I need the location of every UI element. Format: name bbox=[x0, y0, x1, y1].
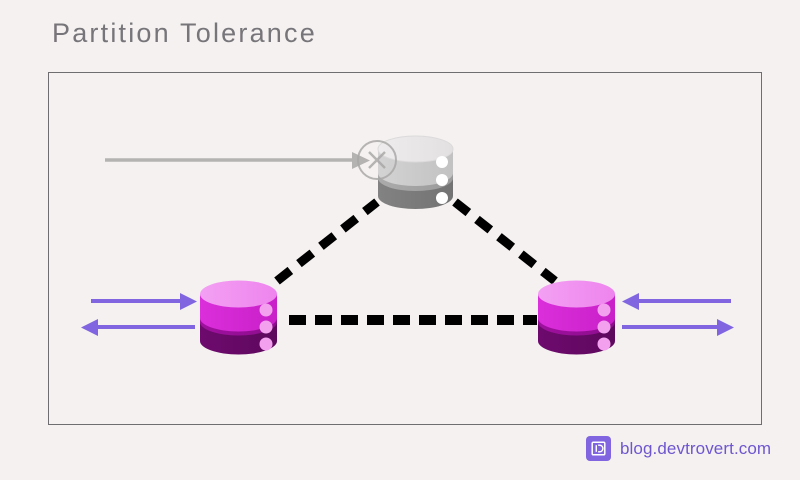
arrow-inbound-blocked bbox=[105, 152, 370, 169]
database-node-left[interactable] bbox=[200, 280, 277, 355]
node-status-dot bbox=[597, 303, 611, 317]
page-title: Partition Tolerance bbox=[52, 18, 317, 48]
node-status-dot bbox=[436, 156, 448, 168]
database-node-unreachable[interactable] bbox=[377, 135, 454, 209]
link-top-to-right bbox=[452, 198, 558, 285]
node-status-dot bbox=[259, 337, 273, 351]
diagram-frame bbox=[48, 72, 762, 425]
node-status-dot bbox=[436, 174, 448, 186]
arrow-right-outbound bbox=[622, 319, 734, 336]
arrow-left-outbound bbox=[81, 319, 195, 336]
node-status-dot bbox=[259, 320, 273, 334]
node-status-dot bbox=[436, 192, 448, 204]
footer-branding[interactable]: blog.devtrovert.com bbox=[586, 436, 771, 461]
devtrovert-logo-icon bbox=[586, 436, 611, 461]
node-status-dot bbox=[259, 303, 273, 317]
link-left-to-top bbox=[274, 198, 380, 285]
cross-mark-icon bbox=[357, 140, 397, 180]
arrow-left-inbound bbox=[91, 293, 197, 310]
database-node-right[interactable] bbox=[538, 280, 615, 355]
arrow-right-inbound bbox=[622, 293, 731, 310]
footer-url-label: blog.devtrovert.com bbox=[620, 438, 772, 458]
node-status-dot bbox=[597, 337, 611, 351]
node-status-dot bbox=[597, 320, 611, 334]
